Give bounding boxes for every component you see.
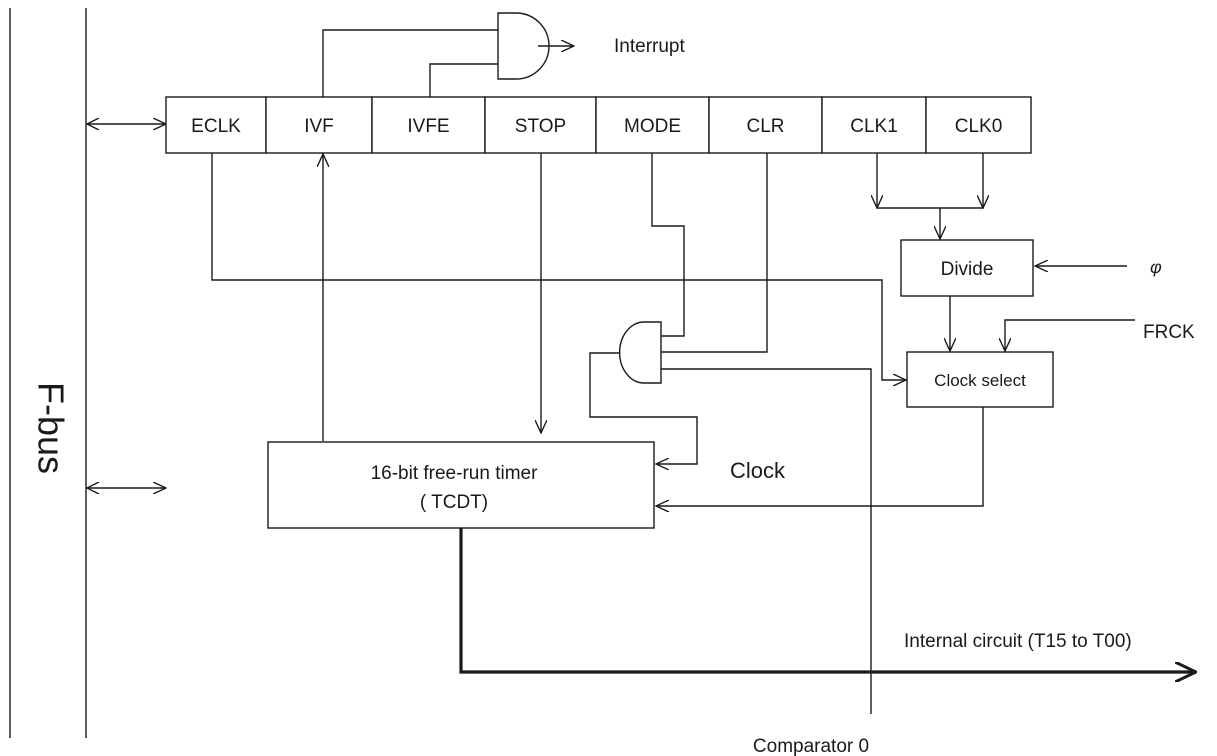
clear-and-gate	[618, 321, 662, 384]
frck-label: FRCK	[1143, 322, 1195, 343]
clock-select-label: Clock select	[934, 371, 1026, 390]
register-bit-label: MODE	[624, 116, 681, 137]
register-cell	[165, 96, 267, 154]
register-bit-clk0: CLK0	[925, 96, 1032, 154]
clear-signal-wire	[589, 352, 698, 464]
register-cell	[708, 96, 823, 154]
control-register: ECLK IVF IVFE STOP MODE CLR CLK1 CLK0	[165, 96, 1032, 154]
register-bit-label: CLR	[746, 116, 784, 137]
clock-wire	[656, 407, 984, 506]
internal-circuit-label: Internal circuit (T15 to T00)	[904, 631, 1132, 652]
register-bit-label: IVFE	[407, 116, 449, 137]
register-cell	[925, 96, 1032, 154]
ivf-to-gate-wire	[322, 29, 498, 97]
register-bit-ivfe: IVFE	[371, 96, 486, 154]
timer-block	[267, 441, 655, 529]
phi-label: φ	[1150, 257, 1162, 277]
interrupt-and-gate	[497, 12, 550, 80]
comparator-wire	[661, 368, 872, 714]
register-bit-eclk: ECLK	[165, 96, 267, 154]
register-bit-stop: STOP	[484, 96, 597, 154]
f-bus: F-bus	[9, 8, 87, 738]
register-bit-ivf: IVF	[265, 96, 373, 154]
bus-label: F-bus	[30, 382, 71, 474]
register-bit-label: IVF	[304, 116, 334, 137]
comparator-label: Comparator 0	[753, 736, 869, 756]
register-bit-label: STOP	[515, 116, 566, 137]
mode-wire	[651, 153, 685, 337]
ivfe-to-gate-wire	[429, 63, 498, 97]
interrupt-label: Interrupt	[614, 36, 685, 57]
register-bit-label: CLK1	[850, 116, 898, 137]
clock-select-block	[906, 351, 1054, 408]
timer-subtitle: ( TCDT)	[420, 492, 488, 513]
register-bit-clr: CLR	[708, 96, 823, 154]
register-bit-label: CLK0	[955, 116, 1003, 137]
clr-wire	[661, 153, 768, 353]
register-cell	[595, 96, 710, 154]
internal-output-arrow	[459, 528, 1196, 672]
divide-label: Divide	[941, 259, 994, 280]
eclk-wire	[211, 153, 906, 380]
divide-block	[900, 239, 1034, 297]
timer-title: 16-bit free-run timer	[371, 463, 539, 484]
register-bit-clk1: CLK1	[821, 96, 927, 154]
frck-arrow	[1005, 319, 1135, 351]
register-bit-mode: MODE	[595, 96, 710, 154]
register-cell	[371, 96, 486, 154]
clock-label: Clock	[730, 458, 786, 483]
register-cell	[484, 96, 597, 154]
register-bit-label: ECLK	[191, 116, 241, 137]
